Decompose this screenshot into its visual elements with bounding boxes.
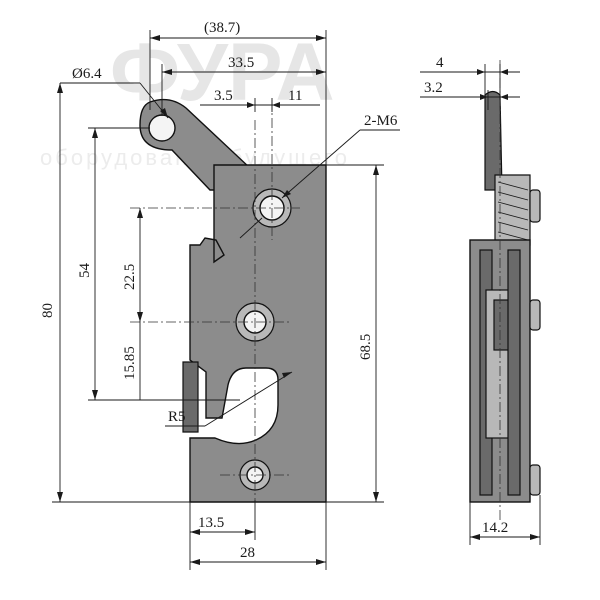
dim-body-height: 68.5: [358, 334, 374, 360]
dim-overall-width-ref: (38.7): [204, 20, 240, 36]
side-lever-blade: [484, 90, 503, 191]
dim-22-5: 22.5: [122, 264, 138, 290]
dim-overall-height: 80: [40, 303, 56, 318]
side-view: [469, 60, 541, 520]
dim-11: 11: [288, 88, 302, 104]
dim-3-5-top: 3.5: [214, 88, 233, 104]
dim-side-3-2: 3.2: [424, 80, 443, 96]
dim-side-thickness: 14.2: [482, 520, 508, 536]
side-screw-head-middle: [529, 299, 541, 331]
dim-body-width: 28: [240, 545, 255, 561]
dim-slot-radius: R5: [168, 409, 186, 425]
dim-15-85: 15.85: [122, 346, 138, 380]
dim-33-5: 33.5: [228, 55, 254, 71]
side-screw-head-top: [529, 189, 541, 223]
dim-thread-spec: 2-M6: [364, 113, 398, 129]
front-dimensions: (38.7) 33.5 Ø6.4 3.5 11 2-M6 80: [40, 20, 400, 570]
side-dimensions: 4 3.2 14.2: [420, 55, 541, 545]
dim-arm-hole-diameter: Ø6.4: [72, 66, 102, 82]
side-inner-plate-right: [507, 249, 521, 496]
side-flange: [182, 361, 199, 433]
dim-54: 54: [77, 263, 93, 279]
front-view: [130, 98, 327, 503]
arm-pivot-hole: [148, 114, 176, 142]
side-screw-head-bottom: [529, 464, 541, 496]
watermark-brand: ФУРА: [110, 27, 335, 118]
dim-side-4: 4: [436, 55, 444, 71]
dim-13-5: 13.5: [198, 515, 224, 531]
